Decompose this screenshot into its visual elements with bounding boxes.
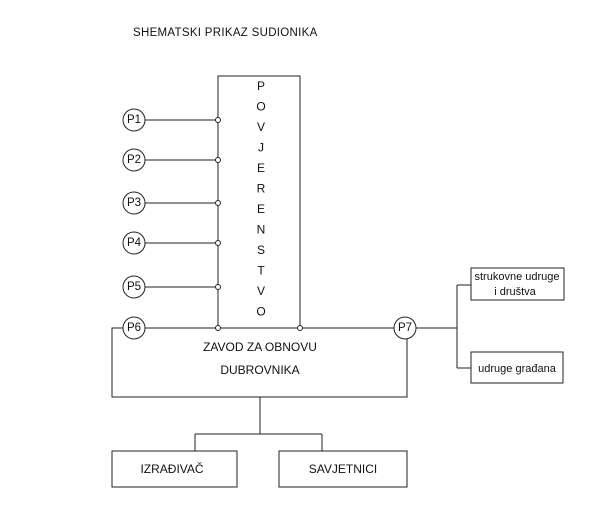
junction-p2 [215, 157, 221, 163]
strukovne-line2: i društva [494, 286, 536, 298]
node-p4: P4 [122, 231, 146, 255]
node-p2: P2 [122, 148, 146, 172]
povjerenstvo-letter: V [257, 120, 265, 134]
povjerenstvo-letter: T [257, 264, 265, 278]
junction-column-right [297, 325, 303, 331]
strukovne-line1: strukovne udruge [475, 271, 560, 283]
svg-text:P7: P7 [398, 322, 412, 334]
povjerenstvo-letter: J [258, 141, 264, 155]
strukovne-box [470, 267, 565, 301]
izradivac-box [111, 450, 238, 488]
junction-p5 [215, 284, 221, 290]
udruge-gradana-label: udruge građana [478, 363, 557, 375]
node-p3: P3 [122, 191, 146, 215]
povjerenstvo-letter: O [256, 100, 265, 114]
svg-text:P5: P5 [127, 281, 141, 293]
junction-p3 [215, 200, 221, 206]
izradivac-label: IZRAĐIVAČ [140, 461, 203, 476]
svg-text:P6: P6 [127, 322, 141, 334]
junction-p1 [215, 117, 221, 123]
node-p7: P7 [393, 316, 417, 340]
povjerenstvo-letter: P [257, 79, 265, 93]
povjerenstvo-letter: E [257, 202, 265, 216]
povjerenstvo-letter: N [257, 223, 266, 237]
povjerenstvo-letter: S [257, 243, 265, 257]
svg-text:P2: P2 [127, 154, 141, 166]
savjetnici-label: SAVJETNICI [309, 462, 377, 476]
povjerenstvo-box [217, 75, 301, 329]
svg-text:P4: P4 [127, 237, 142, 249]
diagram-title: SHEMATSKI PRIKAZ SUDIONIKA [133, 27, 318, 39]
povjerenstvo-letter: R [257, 182, 266, 196]
povjerenstvo-letter: E [257, 161, 265, 175]
junction-p6 [215, 325, 221, 331]
zavod-line2: DUBROVNIKA [220, 363, 299, 377]
povjerenstvo-letter: O [256, 305, 265, 319]
zavod-line1: ZAVOD ZA OBNOVU [203, 340, 317, 354]
junction-p4 [215, 240, 221, 246]
node-p5: P5 [122, 275, 146, 299]
savjetnici-box [278, 450, 408, 488]
node-p1: P1 [122, 108, 146, 132]
udruge-gradana-box [470, 351, 564, 384]
svg-text:P3: P3 [127, 197, 141, 209]
node-p6: P6 [122, 316, 146, 340]
povjerenstvo-letter: V [257, 284, 265, 298]
svg-text:P1: P1 [127, 114, 141, 126]
